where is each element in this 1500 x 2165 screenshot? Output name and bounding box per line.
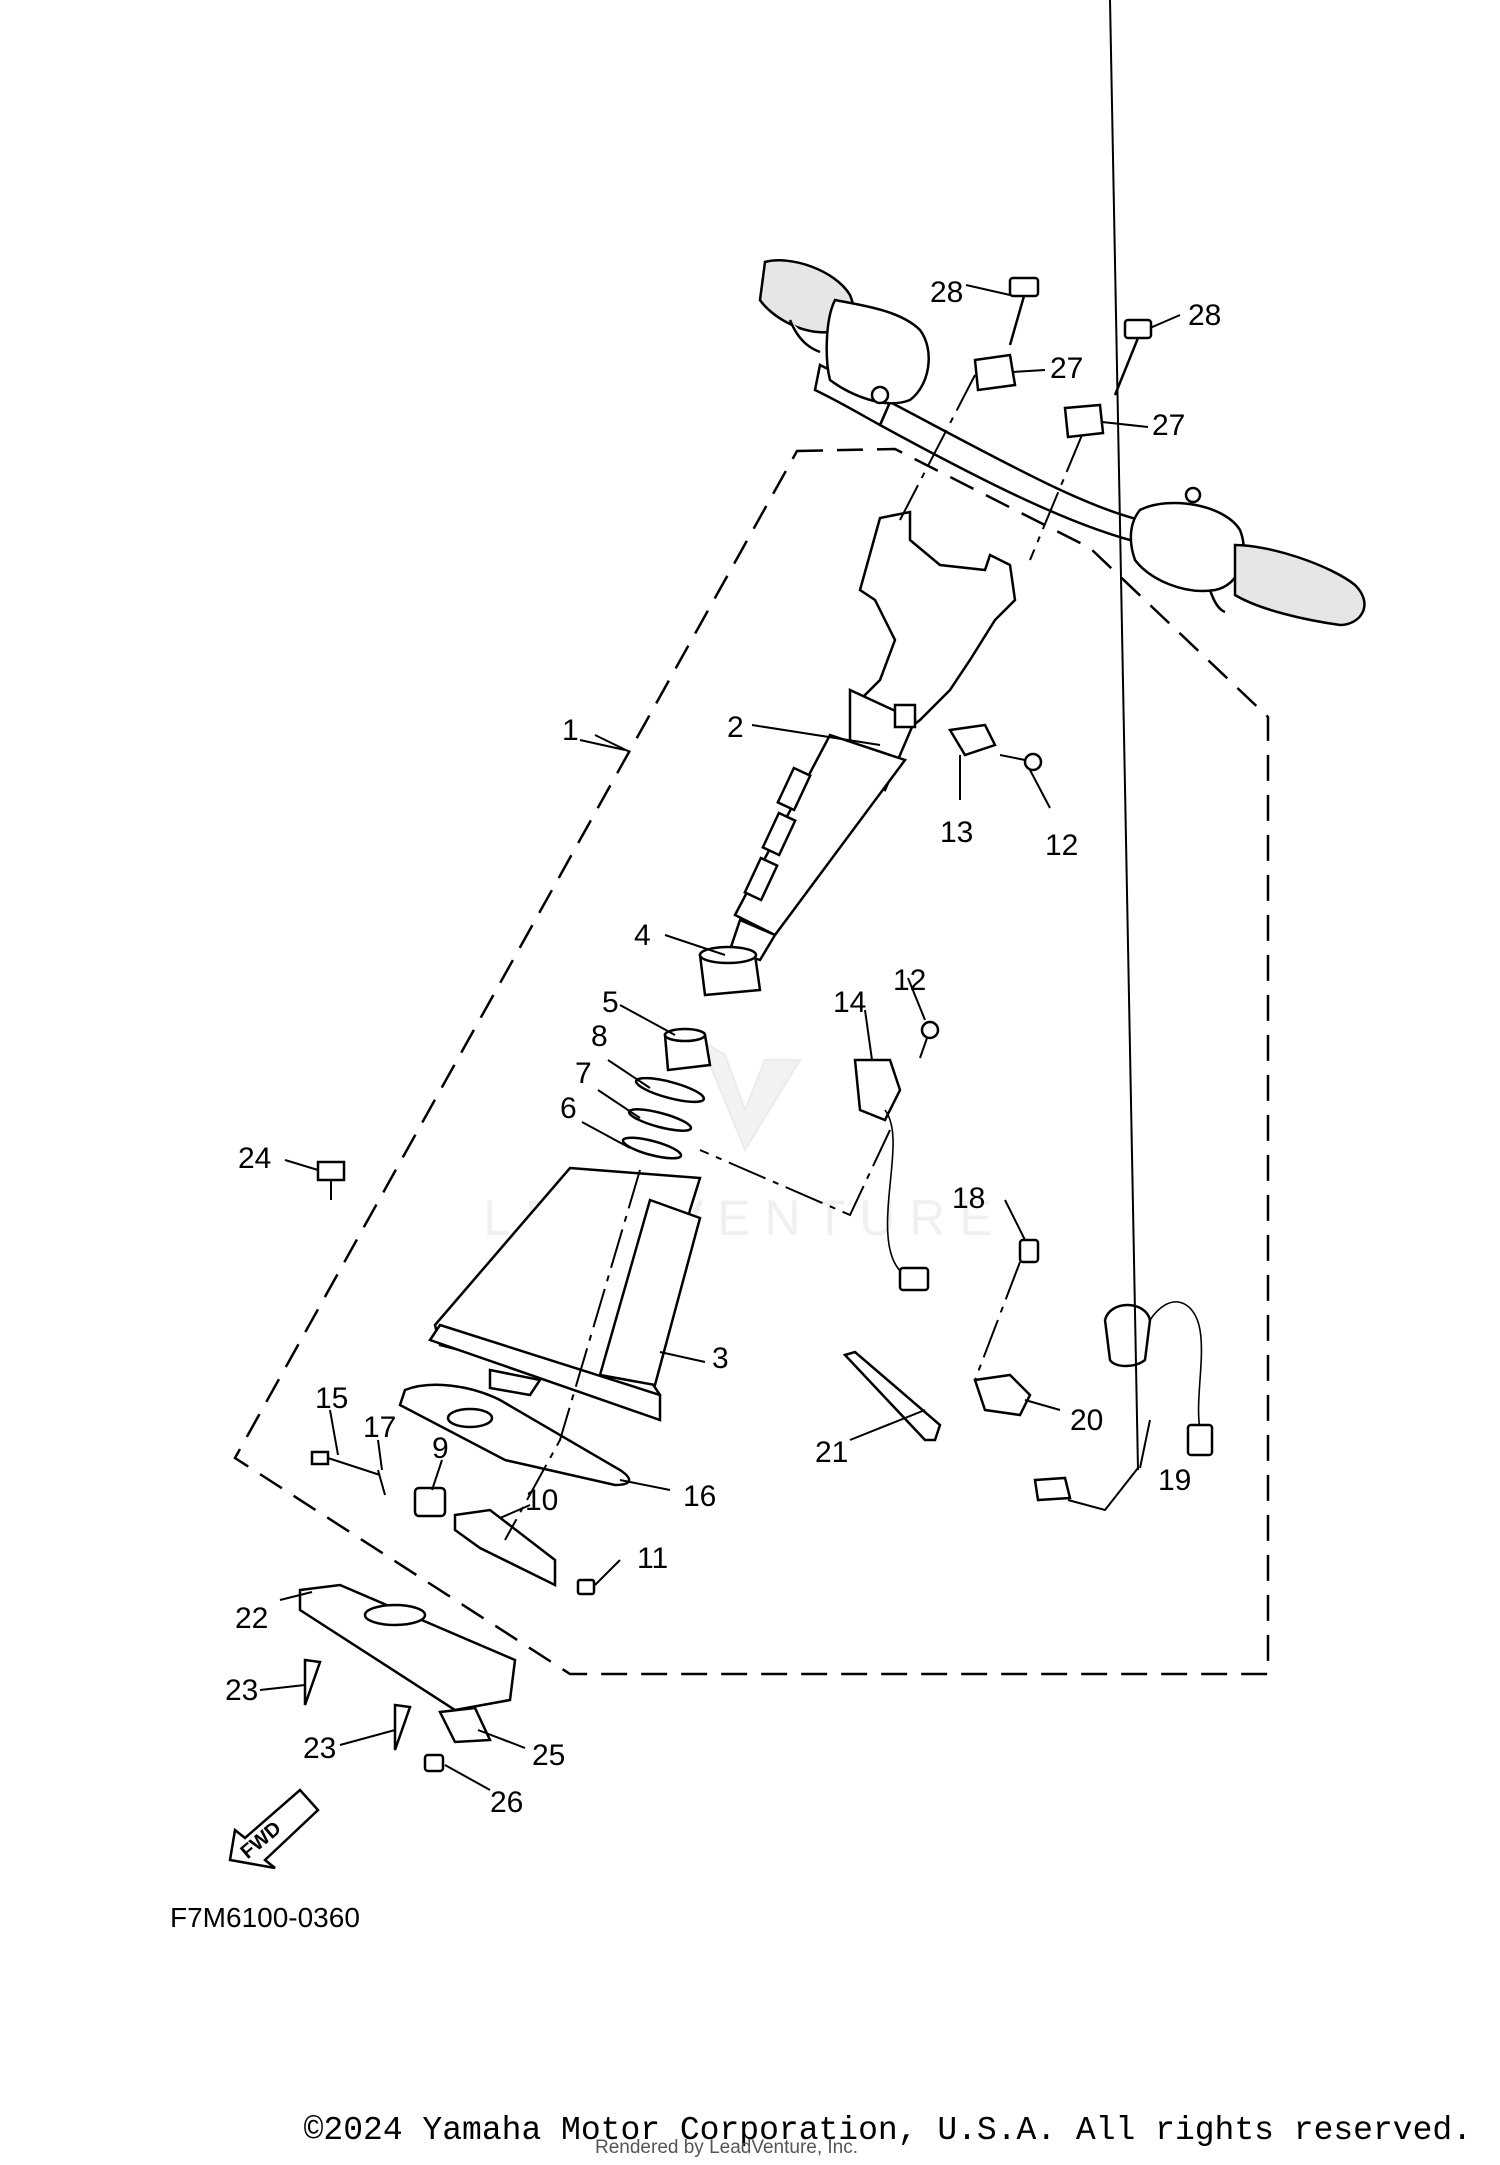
handlebar <box>758 259 1366 627</box>
screw-18 <box>1018 1238 1040 1264</box>
callout-9: 9 <box>432 1432 449 1465</box>
bracket-13 <box>947 723 997 757</box>
clip-25 <box>438 1706 492 1744</box>
callout-28-left: 28 <box>930 276 963 309</box>
pin-17 <box>377 1469 386 1496</box>
bolt-24 <box>316 1160 346 1200</box>
copyright-notice: ©2024 Yamaha Motor Corporation, U.S.A. A… <box>303 2112 1472 2149</box>
callout-2: 2 <box>727 711 744 744</box>
bushing-4 <box>698 945 762 997</box>
steering-column <box>728 510 1017 962</box>
alignment-line-screw <box>974 1261 1021 1381</box>
bracket-20 <box>973 1373 1032 1417</box>
callout-22: 22 <box>235 1602 268 1635</box>
screw-12-lower <box>919 1020 940 1059</box>
callout-12-lower: 12 <box>893 964 926 997</box>
callout-15: 15 <box>315 1382 348 1415</box>
callout-19: 19 <box>1158 1464 1191 1497</box>
bushing-5 <box>663 1027 712 1072</box>
bolt-15 <box>310 1450 381 1476</box>
callout-4: 4 <box>634 919 651 952</box>
ring-6 <box>621 1136 683 1160</box>
callout-23-b: 23 <box>303 1732 336 1765</box>
callout-1: 1 <box>562 714 579 747</box>
callout-13: 13 <box>940 816 973 849</box>
plate-22-hole <box>363 1603 427 1627</box>
render-credit: Rendered by LeadVenture, Inc. <box>595 2137 859 2158</box>
alignment-line-upper <box>899 374 976 521</box>
callout-17: 17 <box>363 1411 396 1444</box>
collar-27-left <box>973 353 1017 392</box>
callout-7: 7 <box>575 1057 592 1090</box>
callout-23-a: 23 <box>225 1674 258 1707</box>
alignment-line-sensor <box>699 1129 891 1217</box>
steering-housing <box>428 1166 702 1422</box>
callout-27-right: 27 <box>1152 409 1185 442</box>
callout-18: 18 <box>952 1182 985 1215</box>
ring-7 <box>627 1108 693 1132</box>
collar-9 <box>413 1486 447 1518</box>
callout-12-upper: 12 <box>1045 829 1078 862</box>
callout-5: 5 <box>602 986 619 1019</box>
callout-10: 10 <box>525 1484 558 1517</box>
callout-28-right: 28 <box>1188 299 1221 332</box>
leader-lines <box>259 0 1181 1791</box>
callout-25: 25 <box>532 1739 565 1772</box>
callout-11: 11 <box>637 1542 668 1575</box>
sensor-19 <box>1033 1301 1214 1502</box>
assembly-boundary <box>233 447 1270 1676</box>
figure-code: F7M6100-0360 <box>170 1902 360 1933</box>
sensor-14 <box>853 1058 930 1292</box>
callout-21: 21 <box>815 1436 848 1469</box>
callout-14: 14 <box>833 986 866 1019</box>
callout-3: 3 <box>712 1342 729 1375</box>
bolt-28-left <box>1008 276 1040 346</box>
callout-24: 24 <box>238 1142 271 1175</box>
callout-27-left: 27 <box>1050 352 1083 385</box>
cable-tie-21 <box>842 1350 942 1442</box>
bolt-26 <box>423 1753 445 1773</box>
rivet-23-a <box>303 1658 322 1706</box>
plate-16-hole <box>446 1407 494 1429</box>
alignment-line-lower <box>504 1169 641 1541</box>
callout-26: 26 <box>490 1786 523 1819</box>
screw-12-upper <box>999 752 1043 772</box>
ring-8 <box>634 1076 706 1104</box>
fwd-arrow-icon: FWD <box>228 1788 320 1870</box>
callout-16: 16 <box>683 1480 716 1513</box>
collar-27-right <box>1063 403 1105 439</box>
callout-20: 20 <box>1070 1404 1103 1437</box>
alignment-line-right <box>1029 434 1083 561</box>
nut-11 <box>576 1578 596 1596</box>
bolt-28-right <box>1113 318 1153 396</box>
callout-8: 8 <box>591 1020 608 1053</box>
rivet-23-b <box>393 1703 412 1751</box>
plate-22 <box>298 1583 517 1712</box>
callouts: 1 2 3 4 5 6 7 8 9 10 11 12 12 13 14 15 1… <box>225 276 1221 1819</box>
callout-6: 6 <box>560 1092 577 1125</box>
stopper-10 <box>453 1508 557 1588</box>
